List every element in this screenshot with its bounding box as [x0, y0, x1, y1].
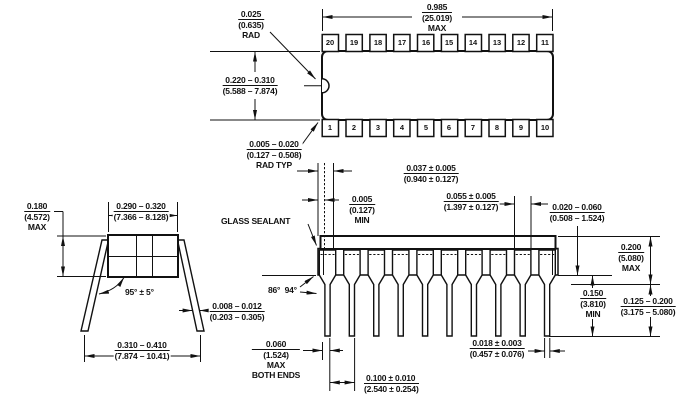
glass-sealant-label: GLASS SEALANT: [221, 216, 291, 226]
dim-standoff: 0.020 – 0.060 (0.508 – 1.524): [548, 202, 606, 223]
pin-number-1: 1: [327, 123, 333, 132]
side-view-drawing: [262, 163, 660, 391]
pin-number-5: 5: [423, 123, 429, 132]
dim-body-width-end-view: 0.290 – 0.320 (7.366 – 8.128): [112, 201, 170, 222]
dim-corner-radius: 0.005 – 0.020 (0.127 – 0.508) RAD TYP: [245, 139, 303, 170]
dim-lead-pitch: 0.100 ± 0.010 (2.540 ± 0.254): [363, 373, 420, 394]
pin-number-20: 20: [325, 38, 335, 47]
package-body-top-view: [321, 50, 554, 121]
package-lid-side-view: [319, 235, 557, 250]
dim-tip-length: 0.125 – 0.200 (3.175 – 5.080): [619, 296, 677, 317]
pin-number-2: 2: [351, 123, 357, 132]
pin-number-6: 6: [446, 123, 452, 132]
end-view-drawing: [54, 202, 210, 362]
index-notch: [321, 78, 330, 94]
dim-lead-thickness: 0.008 – 0.012 (0.203 – 0.305): [208, 301, 266, 322]
pin-boxes-top: [321, 33, 554, 53]
dim-lead-length-min: 0.150 (3.810) MIN: [579, 288, 607, 319]
pin-number-12: 12: [516, 38, 526, 47]
pin-number-18: 18: [373, 38, 383, 47]
pin-number-11: 11: [541, 38, 549, 47]
splay-angle-label: 95° ± 5°: [125, 287, 154, 297]
pin-number-19: 19: [349, 38, 359, 47]
pin-number-16: 16: [421, 38, 431, 47]
end-view-right-lead: [176, 239, 205, 332]
pin-number-10: 10: [540, 123, 550, 132]
top-view-drawing: [210, 9, 554, 151]
dim-sealant-min: 0.005 (0.127) MIN: [348, 194, 376, 225]
pin-number-7: 7: [470, 123, 476, 132]
dim-notch-radius: 0.025 (0.635) RAD: [237, 9, 265, 40]
dim-lead-spread: 0.310 – 0.410 (7.874 – 10.41): [113, 340, 171, 361]
end-view-left-lead: [80, 239, 110, 332]
pin-number-14: 14: [468, 38, 478, 47]
dim-body-height: 0.200 (5.080) MAX: [617, 242, 645, 273]
dim-overall-length: 0.985 (25.019) MAX: [420, 2, 454, 33]
dim-lead-shoulder-gap: 0.037 ± 0.005 (0.940 ± 0.127): [402, 163, 460, 184]
dim-body-width-top-view: 0.220 – 0.310 (5.588 – 7.874): [221, 75, 279, 96]
end-angle-label: 86° 94°: [268, 285, 297, 295]
dim-body-thickness: 0.180 (4.572) MAX: [23, 201, 51, 232]
dim-end-lead-gap: 0.060 (1.524) MAX BOTH ENDS: [250, 339, 302, 380]
pin-number-3: 3: [375, 123, 381, 132]
pin-number-15: 15: [444, 38, 454, 47]
side-view-leads: [318, 249, 556, 337]
pin-number-8: 8: [494, 123, 500, 132]
pin-number-9: 9: [518, 123, 524, 132]
dim-pin-width: 0.018 ± 0.003 (0.457 ± 0.076): [468, 338, 526, 359]
pin-number-13: 13: [492, 38, 502, 47]
pin-number-17: 17: [397, 38, 407, 47]
pin-boxes-bottom: [321, 118, 554, 138]
pin-number-4: 4: [399, 123, 405, 132]
dim-shoulder-width: 0.055 ± 0.005 (1.397 ± 0.127): [442, 191, 500, 212]
